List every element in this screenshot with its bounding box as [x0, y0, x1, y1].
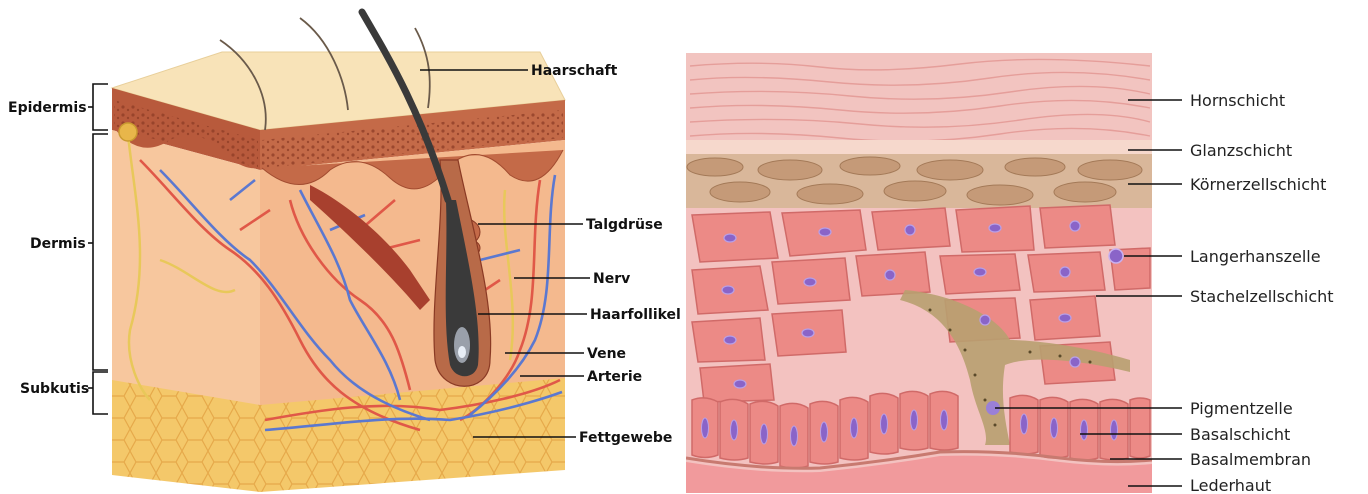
label-haarfollikel: Haarfollikel: [590, 307, 681, 323]
label-koernerzellschicht: Körnerzellschicht: [1190, 175, 1326, 194]
label-glanzschicht: Glanzschicht: [1190, 141, 1292, 160]
label-lederhaut: Lederhaut: [1190, 476, 1271, 494]
label-talgdruese: Talgdrüse: [586, 217, 663, 233]
label-basalschicht: Basalschicht: [1190, 425, 1290, 444]
label-langerhanszelle: Langerhanszelle: [1190, 247, 1321, 266]
skin-block-illustration: [112, 12, 565, 492]
label-epidermis: Epidermis: [8, 100, 87, 116]
epidermis-cross-section: [686, 53, 1152, 493]
label-fettgewebe: Fettgewebe: [579, 430, 672, 446]
label-nerv: Nerv: [593, 271, 630, 287]
label-pigmentzelle: Pigmentzelle: [1190, 399, 1293, 418]
label-arterie: Arterie: [587, 369, 642, 385]
label-vene: Vene: [587, 346, 626, 362]
langerhans-cell: [1109, 249, 1123, 263]
label-haarschaft: Haarschaft: [531, 63, 618, 79]
label-stachelzellschicht: Stachelzellschicht: [1190, 287, 1334, 306]
label-hornschicht: Hornschicht: [1190, 91, 1285, 110]
label-dermis: Dermis: [30, 236, 86, 252]
label-basalmembran: Basalmembran: [1190, 450, 1311, 469]
layer-brackets: [88, 84, 108, 414]
clear-layer: [686, 140, 1152, 156]
label-subkutis: Subkutis: [20, 381, 89, 397]
